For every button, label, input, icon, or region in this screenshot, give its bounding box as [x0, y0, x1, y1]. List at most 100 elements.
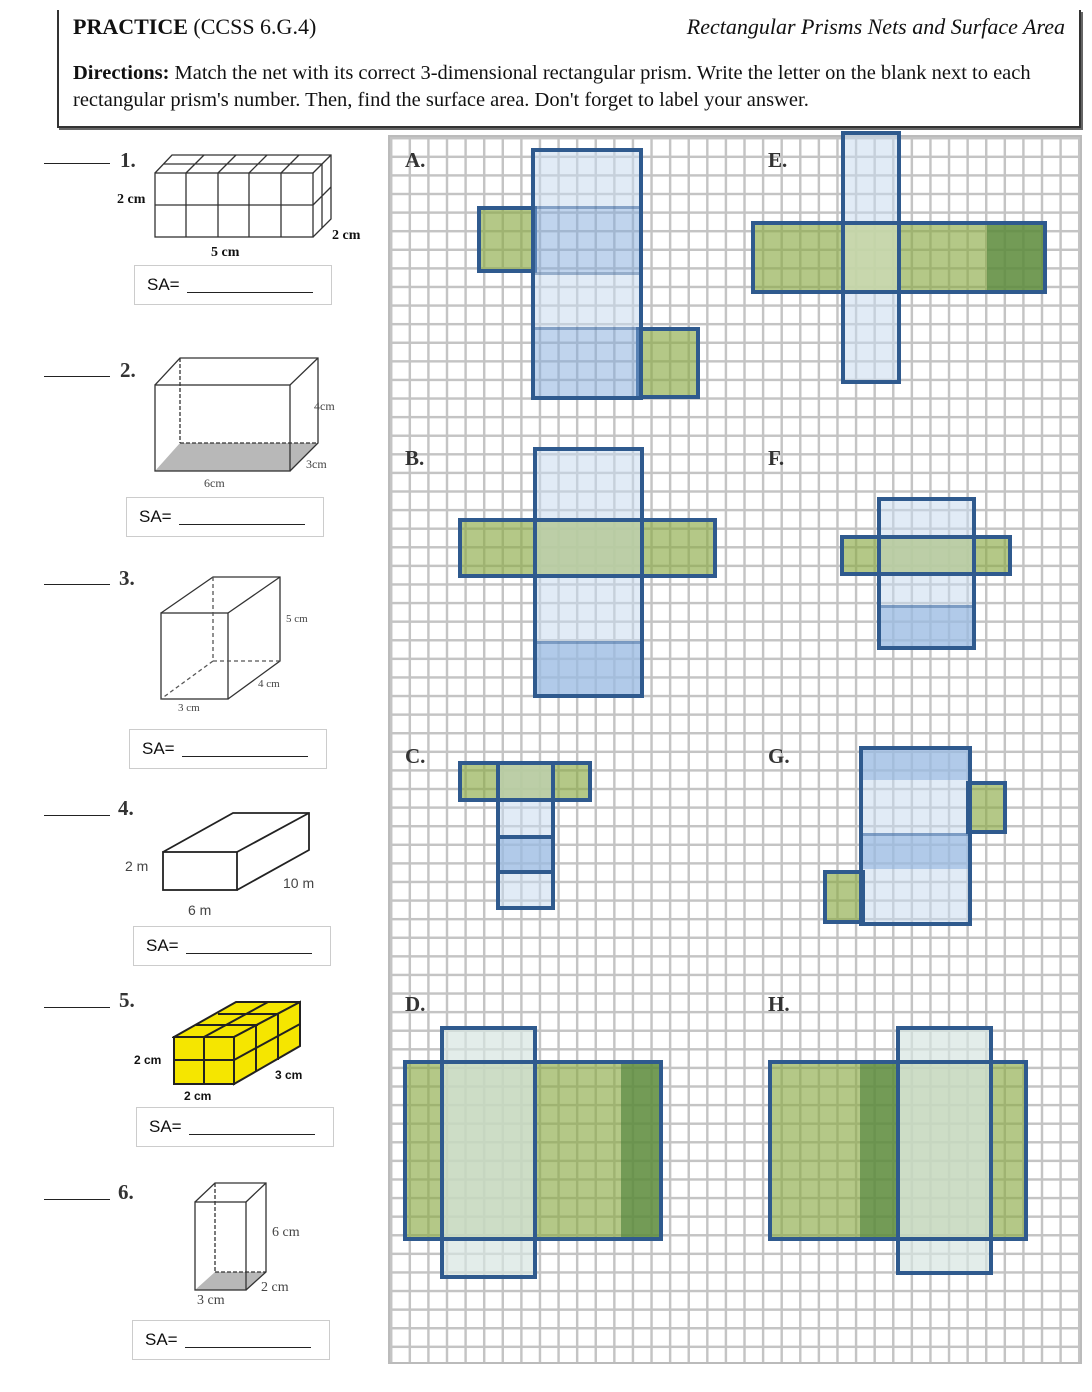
prism-5-height: 2 cm [134, 1053, 162, 1067]
answer-blank-2[interactable] [44, 376, 110, 377]
directions-label: Directions: [73, 62, 170, 84]
sa-label: SA= [149, 1117, 182, 1136]
sa-answer-4[interactable]: SA= [133, 926, 331, 966]
sa-blank[interactable] [186, 953, 312, 954]
prism-number-1: 1. [120, 148, 136, 172]
net-b-face [535, 641, 642, 696]
net-d-outline [440, 1026, 537, 1279]
net-a-face [533, 206, 641, 272]
prism-3-length: 3 cm [178, 702, 200, 714]
net-a-face [533, 327, 641, 399]
directions-text: Match the net with its correct 3-dimensi… [73, 62, 1031, 111]
net-a-face [533, 150, 641, 206]
title-standard: (CCSS 6.G.4) [187, 14, 317, 39]
prism-3-figure [160, 576, 281, 700]
prism-number-6: 6. [118, 1180, 134, 1204]
sa-blank[interactable] [185, 1347, 311, 1348]
prism-6-height: 6 cm [272, 1225, 300, 1240]
sa-answer-6[interactable]: SA= [132, 1320, 330, 1360]
prism-3-height: 5 cm [286, 613, 308, 625]
sa-label: SA= [139, 507, 172, 526]
net-h-outline [896, 1026, 993, 1275]
net-c-outline [496, 835, 555, 874]
answer-blank-1[interactable] [44, 163, 110, 164]
net-c-face [498, 837, 553, 872]
answer-blank-6[interactable] [44, 1199, 110, 1200]
net-h-face [898, 1028, 991, 1273]
prism-2-width: 3cm [306, 457, 327, 471]
sa-label: SA= [142, 739, 175, 758]
net-a-outline [531, 148, 643, 400]
net-e-face [843, 223, 899, 292]
worksheet-subtitle: Rectangular Prisms Nets and Surface Area [686, 14, 1065, 39]
net-f-outline [877, 497, 976, 650]
sa-answer-3[interactable]: SA= [129, 729, 327, 769]
net-f-face [879, 537, 974, 574]
prism-3-width: 4 cm [258, 678, 280, 690]
net-e-outline [841, 131, 901, 384]
prism-4-width: 6 m [188, 902, 212, 918]
answer-blank-3[interactable] [44, 584, 110, 585]
prism-2-height: 4cm [314, 399, 335, 413]
net-g-face [861, 748, 970, 780]
net-a-face [477, 206, 537, 273]
net-label-a: A. [405, 148, 426, 172]
prism-number-5: 5. [119, 988, 135, 1012]
net-f-outline [840, 535, 1012, 576]
prism-2-figure [154, 357, 319, 472]
prism-5-width: 2 cm [184, 1089, 212, 1103]
prism-1-length: 5 cm [211, 245, 240, 260]
title-bold: PRACTICE [73, 14, 188, 39]
net-label-b: B. [405, 446, 425, 470]
header-box: PRACTICE (CCSS 6.G.4) Rectangular Prisms… [57, 10, 1081, 128]
prism-4-height: 2 m [125, 858, 149, 874]
net-f-face [879, 605, 974, 648]
sa-blank[interactable] [182, 756, 308, 757]
net-d-face [621, 1062, 661, 1239]
net-label-f: F. [768, 446, 785, 470]
prism-number-3: 3. [119, 566, 135, 590]
answer-blank-4[interactable] [44, 815, 110, 816]
sa-answer-5[interactable]: SA= [136, 1107, 334, 1147]
net-label-d: D. [405, 992, 426, 1016]
sa-blank[interactable] [187, 292, 313, 293]
sa-blank[interactable] [189, 1134, 315, 1135]
sa-label: SA= [146, 936, 179, 955]
net-a-face [533, 272, 641, 327]
sa-label: SA= [147, 275, 180, 294]
net-label-g: G. [768, 744, 790, 768]
net-label-c: C. [405, 744, 426, 768]
net-a-face [636, 327, 700, 399]
net-g-face [966, 781, 1007, 834]
sa-blank[interactable] [179, 524, 305, 525]
prism-1-height: 2 cm [117, 192, 146, 207]
prism-6-figure [194, 1182, 267, 1291]
sa-answer-1[interactable]: SA= [134, 265, 332, 305]
prism-1-width: 2 cm [332, 228, 361, 243]
net-d-face [442, 1028, 535, 1277]
sa-label: SA= [145, 1330, 178, 1349]
prism-4-figure [162, 812, 310, 891]
net-h-face [860, 1062, 899, 1239]
prism-6-width: 2 cm [261, 1280, 289, 1295]
net-label-e: E. [768, 148, 788, 172]
worksheet-title: PRACTICE (CCSS 6.G.4) [73, 14, 316, 40]
sa-answer-2[interactable]: SA= [126, 497, 324, 537]
prism-number-4: 4. [118, 796, 134, 820]
net-label-h: H. [768, 992, 790, 1016]
net-g-face [823, 870, 865, 924]
net-e-face [987, 223, 1045, 292]
answer-blank-5[interactable] [44, 1007, 110, 1008]
directions: Directions: Match the net with its corre… [73, 60, 1063, 114]
prism-4-length: 10 m [283, 875, 315, 891]
prism-6-length: 3 cm [197, 1293, 225, 1308]
prism-2-length: 6cm [204, 476, 225, 490]
net-g-face [861, 833, 970, 869]
net-b-face [535, 520, 642, 576]
net-g-outline [859, 746, 972, 926]
prism-5-length: 3 cm [275, 1068, 303, 1082]
net-b-outline [458, 518, 717, 578]
net-c-face [498, 763, 553, 800]
prism-number-2: 2. [120, 358, 136, 382]
